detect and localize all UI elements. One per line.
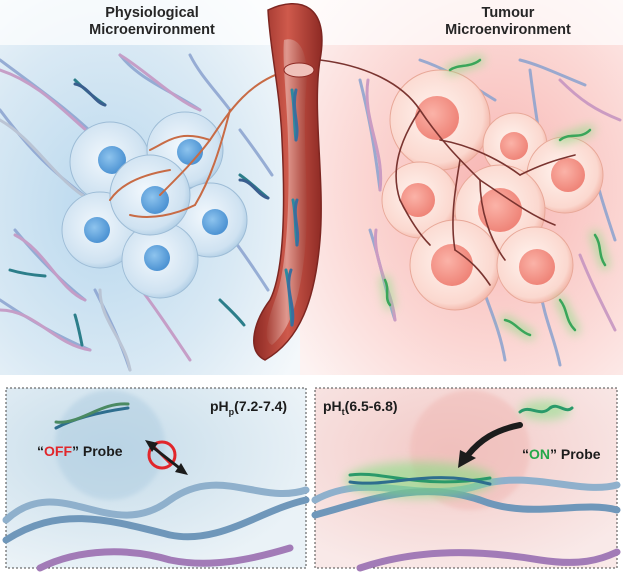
tumour-cell-icon: [409, 219, 501, 311]
quote-close: ”: [72, 443, 79, 459]
ph-range: (7.2-7.4): [234, 398, 288, 414]
healthy-cell-icon: [121, 221, 199, 299]
on-probe-icon: [518, 404, 574, 414]
tumour-cell-icon: [389, 69, 491, 171]
capillary-network: [109, 69, 291, 218]
physiological-header-line2: Microenvironment: [89, 22, 215, 38]
healthy-cell-icon: [109, 154, 191, 236]
tumour-ph-label: pHt(6.5-6.8): [323, 398, 398, 417]
probe-word: Probe: [557, 446, 601, 462]
quote-open: “: [522, 446, 529, 462]
right-panel: [311, 387, 621, 572]
quote-close: ”: [550, 446, 557, 462]
on-probe-label: “ON” Probe: [522, 446, 601, 462]
ph-range: (6.5-6.8): [344, 398, 398, 414]
quote-open: “: [37, 443, 44, 459]
double-arrow-icon: [145, 440, 188, 475]
ph-subscript: p: [228, 406, 235, 417]
off-probe-label: “OFF” Probe: [37, 443, 123, 459]
active-probes-tumour: [380, 55, 610, 340]
healthy-cell-cluster: [61, 111, 248, 299]
off-probe-icon: [54, 402, 130, 430]
left-panel: [2, 387, 310, 572]
tumour-header: Tumour Microenvironment: [418, 5, 598, 39]
tumour-cell-icon: [526, 136, 604, 214]
physiological-header-line1: Physiological: [105, 5, 199, 21]
vessel-probes: [284, 88, 300, 327]
bound-probe-icon: [348, 472, 492, 486]
tumour-cell-cluster: [381, 69, 604, 311]
physiological-header: Physiological Microenvironment: [62, 5, 242, 39]
tumour-header-line1: Tumour: [481, 5, 535, 21]
probe-state-off: OFF: [44, 443, 72, 459]
probe-state-on: ON: [529, 446, 550, 462]
tumour-header-line2: Microenvironment: [445, 22, 571, 38]
curved-arrow-icon: [458, 422, 523, 468]
tumour-cell-icon: [496, 226, 574, 304]
ph-subscript: t: [341, 406, 345, 417]
dna-helix-icon: [2, 481, 310, 572]
tumour-cell-icon: [381, 161, 459, 239]
probe-word: Probe: [79, 443, 123, 459]
tumour-capillary-network: [319, 59, 576, 286]
ph-symbol: pH: [210, 398, 229, 414]
ph-symbol: pH: [323, 398, 342, 414]
dna-helix-icon: [0, 53, 274, 372]
physiological-ph-label: pHp(7.2-7.4): [210, 398, 287, 417]
free-probes-healthy: [8, 78, 270, 347]
